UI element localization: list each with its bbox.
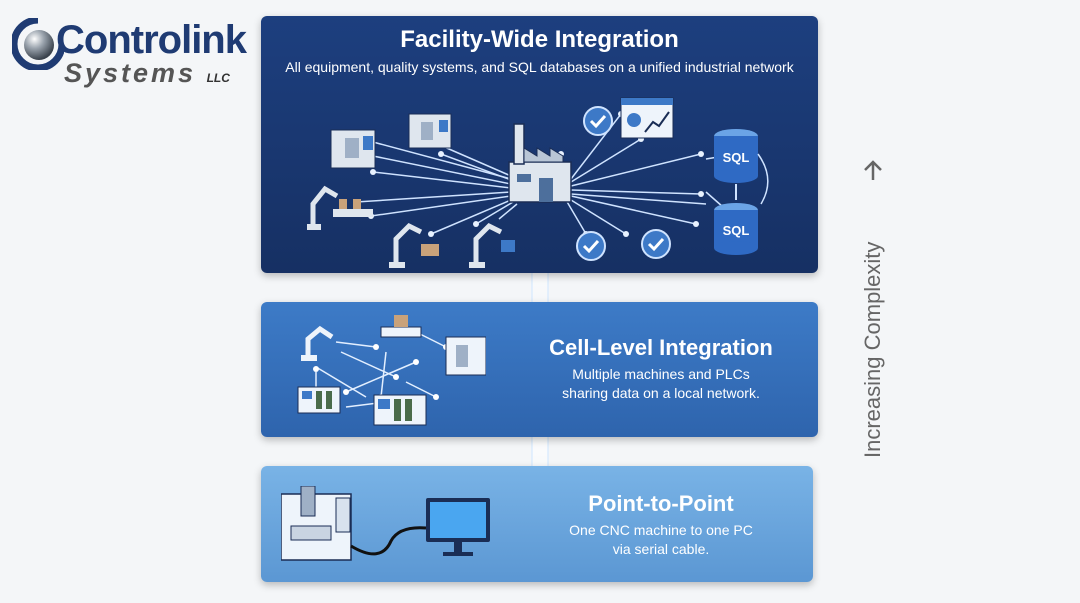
ptp-subtitle-line1: One CNC machine to one PC: [569, 522, 753, 538]
conveyor-icon: [380, 315, 422, 338]
factory-icon: [508, 123, 572, 203]
plc-icon: [297, 386, 341, 414]
point-to-point-diagram: [281, 486, 490, 561]
computer-monitor-icon: [426, 498, 490, 556]
sql-database-icon: SQL: [714, 129, 758, 183]
facility-title: Facility-Wide Integration: [400, 26, 679, 53]
cnc-machine-icon: [281, 486, 352, 561]
facility-level-panel: Facility-Wide Integration All equipment,…: [261, 16, 818, 273]
plc-icon: [373, 394, 427, 426]
cnc-machine-icon: [445, 336, 486, 376]
quality-badge-icon: [641, 229, 671, 259]
dashboard-chart-icon: [620, 97, 674, 139]
quality-badge-icon: [583, 106, 613, 136]
cell-network-diagram: [297, 315, 486, 426]
sql-database-icon: SQL: [714, 203, 758, 255]
cell-subtitle-line1: Multiple machines and PLCs: [572, 366, 750, 382]
cell-subtitle-line2: sharing data on a local network.: [562, 385, 760, 401]
point-to-point-panel: Point-to-Point One CNC machine to one PC…: [261, 466, 813, 582]
robot-arm-icon: [469, 222, 515, 268]
cell-level-panel: Cell-Level Integration Multiple machines…: [261, 302, 818, 437]
facility-subtitle: All equipment, quality systems, and SQL …: [285, 59, 794, 75]
cnc-machine-icon: [408, 113, 452, 149]
serial-cable-icon: [350, 526, 427, 556]
quality-badge-icon: [576, 231, 606, 261]
ptp-title: Point-to-Point: [588, 491, 734, 516]
axis-label: Increasing Complexity: [860, 242, 885, 458]
cell-title: Cell-Level Integration: [549, 335, 773, 360]
facility-network-diagram: SQL SQL: [307, 97, 769, 268]
sql-label: SQL: [723, 150, 750, 165]
ptp-subtitle-line2: via serial cable.: [612, 541, 710, 557]
up-arrow-icon: [864, 160, 882, 180]
logo-globe-icon: [12, 18, 64, 70]
complexity-axis: Increasing Complexity: [858, 160, 888, 460]
robot-arm-icon: [307, 185, 373, 230]
robot-arm-icon: [389, 222, 439, 268]
logo-subwordmark: Systems LLC: [64, 58, 230, 88]
sql-label: SQL: [723, 223, 750, 238]
robot-arm-icon: [301, 325, 334, 361]
company-logo: Controlink Systems LLC: [12, 12, 247, 92]
cnc-machine-icon: [330, 129, 376, 169]
logo-wordmark: Controlink: [56, 18, 247, 62]
